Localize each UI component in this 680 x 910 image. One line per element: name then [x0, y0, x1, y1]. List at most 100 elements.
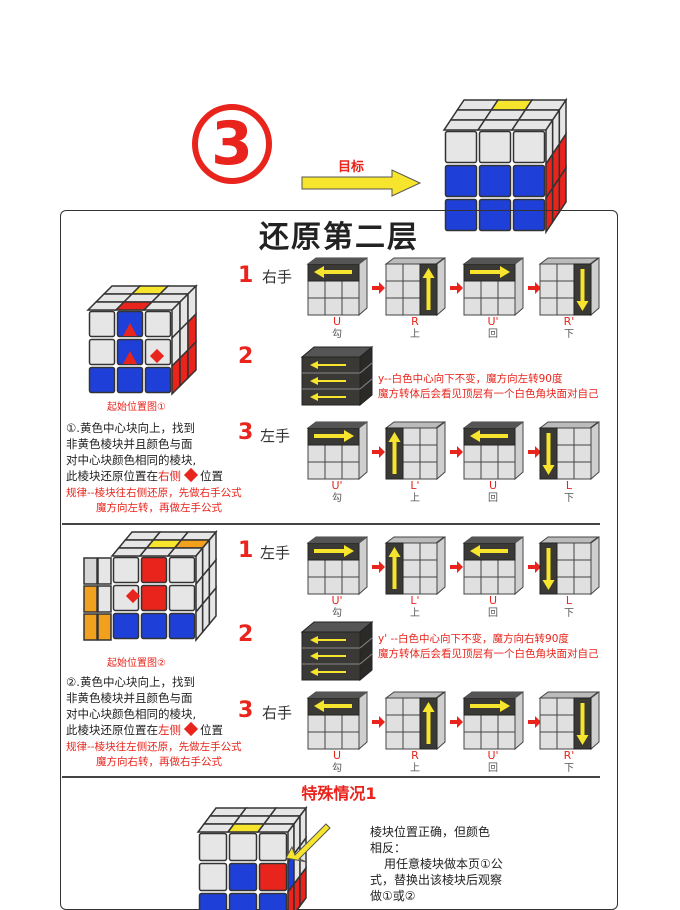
case2-desc-line: 对中心块颜色相同的棱块, [66, 706, 266, 722]
special-desc-line: 用任意棱块做本页①公 [370, 856, 520, 872]
move-notation: R [411, 315, 419, 328]
move-notation: L' [410, 479, 419, 492]
move-hint: 上 [410, 763, 420, 774]
case2-description: ②.黄色中心块向上，找到 非黄色棱块并且颜色与面 对中心块颜色相同的棱块, 此棱… [66, 674, 266, 738]
move-cube [462, 535, 526, 593]
special-desc-line: 做①或② [370, 888, 520, 904]
start-position-caption-1: 起始位置图① [107, 398, 166, 413]
special-desc-line: 相反： [370, 840, 520, 856]
move-hint: 下 [564, 608, 574, 619]
move-label: R'下 [554, 750, 584, 775]
move-notation: L [566, 594, 572, 607]
case1-desc-line: 对中心块颜色相同的棱块, [66, 452, 266, 468]
special-case-cube [196, 800, 340, 910]
case2-rule: 规律--棱块往左侧还原，先做左手公式 魔方向右转，再做右手公式 [66, 740, 276, 770]
step-number-circle: 3 [192, 104, 272, 184]
case1-rule: 规律--棱块往右侧还原，先做右手公式 魔方向左转，再做左手公式 [66, 486, 276, 516]
page-title: 还原第二层 [60, 212, 618, 256]
move-notation: U' [331, 479, 342, 492]
case2-note-line: 魔方转体后会看见顶层有一个白色角块面对自己 [378, 647, 618, 662]
case1-desc-line: ①.黄色中心块向上，找到 [66, 420, 266, 436]
move-notation: U [333, 749, 341, 762]
special-case-description: 棱块位置正确，但颜色 相反： 用任意棱块做本页①公 式，替换出该棱块后观察 做①… [370, 824, 520, 904]
move-cube [384, 690, 448, 748]
move-cube [306, 420, 370, 478]
case2-rule-line: 规律--棱块往左侧还原，先做左手公式 [66, 740, 276, 755]
step-number: 3 [211, 114, 253, 174]
move-notation: U [489, 479, 497, 492]
case1-rule-line: 规律--棱块往右侧还原，先做右手公式 [66, 486, 276, 501]
move-notation: U' [487, 315, 498, 328]
case1-step-2-number: 2 [238, 344, 253, 369]
move-label: L'上 [400, 595, 430, 620]
move-label: L'上 [400, 480, 430, 505]
move-cube [538, 256, 602, 314]
case1-desc-side: 右侧 [158, 469, 181, 483]
case2-step-3-number: 3 [238, 698, 253, 723]
special-desc-line: 棱块位置正确，但颜色 [370, 824, 520, 840]
move-notation: U [489, 594, 497, 607]
move-hint: 下 [564, 493, 574, 504]
case2-desc-side: 左侧 [158, 723, 181, 737]
case1-rule-line: 魔方向左转，再做左手公式 [66, 501, 276, 516]
target-cube-image [440, 94, 580, 212]
move-cube [384, 535, 448, 593]
move-hint: 回 [488, 608, 498, 619]
section-divider [62, 523, 600, 525]
move-cube [538, 535, 602, 593]
move-hint: 勾 [332, 493, 342, 504]
case2-desc-suffix: 位置 [200, 723, 223, 737]
move-hint: 上 [410, 329, 420, 340]
case1-desc-line: 此棱块还原位置在右侧位置 [66, 468, 266, 484]
case1-note-line: y--白色中心向下不变，魔方向左转90度 [378, 372, 618, 387]
case1-step-1-number: 1 [238, 263, 253, 288]
move-hint: 上 [410, 608, 420, 619]
case2-desc-line: ②.黄色中心块向上，找到 [66, 674, 266, 690]
move-cube [384, 256, 448, 314]
start-position-cube-1 [86, 282, 210, 394]
move-hint: 上 [410, 493, 420, 504]
move-cube [538, 690, 602, 748]
case1-description: ①.黄色中心块向上，找到 非黄色棱块并且颜色与面 对中心块颜色相同的棱块, 此棱… [66, 420, 266, 484]
case1-step-2-note: y--白色中心向下不变，魔方向左转90度 魔方转体后会看见顶层有一个白色角块面对… [378, 372, 618, 402]
case2-desc-line: 非黄色棱块并且颜色与面 [66, 690, 266, 706]
move-hint: 回 [488, 493, 498, 504]
diamond-icon [184, 722, 198, 736]
move-notation: L [566, 479, 572, 492]
move-notation: U [333, 315, 341, 328]
case2-step-1-hand: 左手 [260, 542, 290, 563]
move-label: U'勾 [322, 595, 352, 620]
start-position-cube-2 [82, 528, 212, 644]
case1-step-3-number: 3 [238, 420, 253, 445]
move-hint: 勾 [332, 329, 342, 340]
move-cube [306, 535, 370, 593]
target-arrow-icon [300, 170, 422, 196]
move-label: R'下 [554, 316, 584, 341]
move-hint: 勾 [332, 608, 342, 619]
move-cube [306, 256, 370, 314]
move-hint: 勾 [332, 763, 342, 774]
move-cube [462, 256, 526, 314]
move-hint: 下 [564, 763, 574, 774]
case2-step-3-hand: 右手 [262, 702, 292, 723]
y-rotation-cube-2 [300, 620, 374, 682]
move-notation: R' [564, 315, 575, 328]
move-notation: U' [331, 594, 342, 607]
case1-note-line: 魔方转体后会看见顶层有一个白色角块面对自己 [378, 387, 618, 402]
diamond-icon [184, 468, 198, 482]
move-notation: U' [487, 749, 498, 762]
move-cube [384, 420, 448, 478]
case2-note-line: y' --白色中心向下不变，魔方向右转90度 [378, 632, 618, 647]
move-cube [306, 690, 370, 748]
move-label: U'回 [478, 316, 508, 341]
move-notation: L' [410, 594, 419, 607]
case2-step-1-number: 1 [238, 538, 253, 563]
case1-desc-line: 非黄色棱块并且颜色与面 [66, 436, 266, 452]
